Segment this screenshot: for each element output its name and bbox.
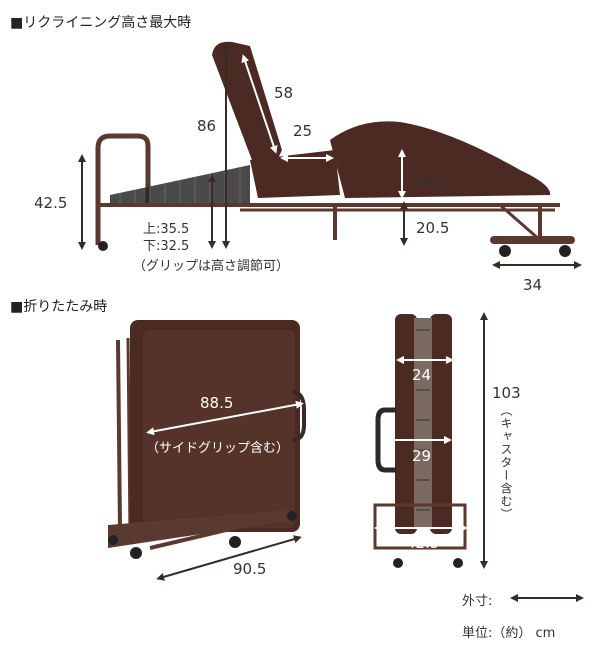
folded-length-label: 90.5: [233, 560, 267, 578]
grip-upper-label: 上:35.5: [143, 222, 190, 237]
outer-dimension-legend: 外寸:: [462, 594, 493, 609]
seat-depth-label: 25: [293, 122, 313, 140]
max-height-label: 86: [197, 117, 217, 135]
folded-depth-label: 24: [412, 366, 432, 384]
folded-width-label: 88.5: [200, 394, 234, 412]
folded-depth-with-grip-label: 29: [412, 447, 432, 465]
reclined-dimension-arrows-white: [241, 54, 406, 199]
caster-width-label: 34: [523, 276, 543, 294]
unit-legend: 単位:（約） cm: [462, 626, 556, 641]
folded-height-label: 103: [492, 384, 521, 402]
side-grip-note: （サイドグリップ含む）: [146, 441, 290, 456]
grip-lower-label: 下:32.5: [143, 239, 190, 254]
caster-included-note: （キャスター含む）: [499, 404, 513, 521]
reclining-section-title: ■リクライニング高さ最大時: [10, 15, 192, 31]
folded-section-title: ■折りたたみ時: [10, 299, 108, 315]
backrest-length-label: 58: [274, 84, 294, 102]
folded-bed-side-illustration: [373, 314, 467, 568]
folded-side-arrows: [374, 312, 488, 569]
folded-front-arrows: [146, 400, 304, 581]
mattress-height-label: 21.5: [416, 171, 450, 189]
grip-height-label: 42.5: [34, 194, 68, 212]
folded-base-width-label: 42.5: [406, 534, 440, 552]
frame-height-label: 20.5: [416, 219, 450, 237]
reclined-dimension-arrows: [78, 44, 582, 269]
grip-adjustable-note: （グリップは高さ調節可）: [133, 259, 290, 274]
